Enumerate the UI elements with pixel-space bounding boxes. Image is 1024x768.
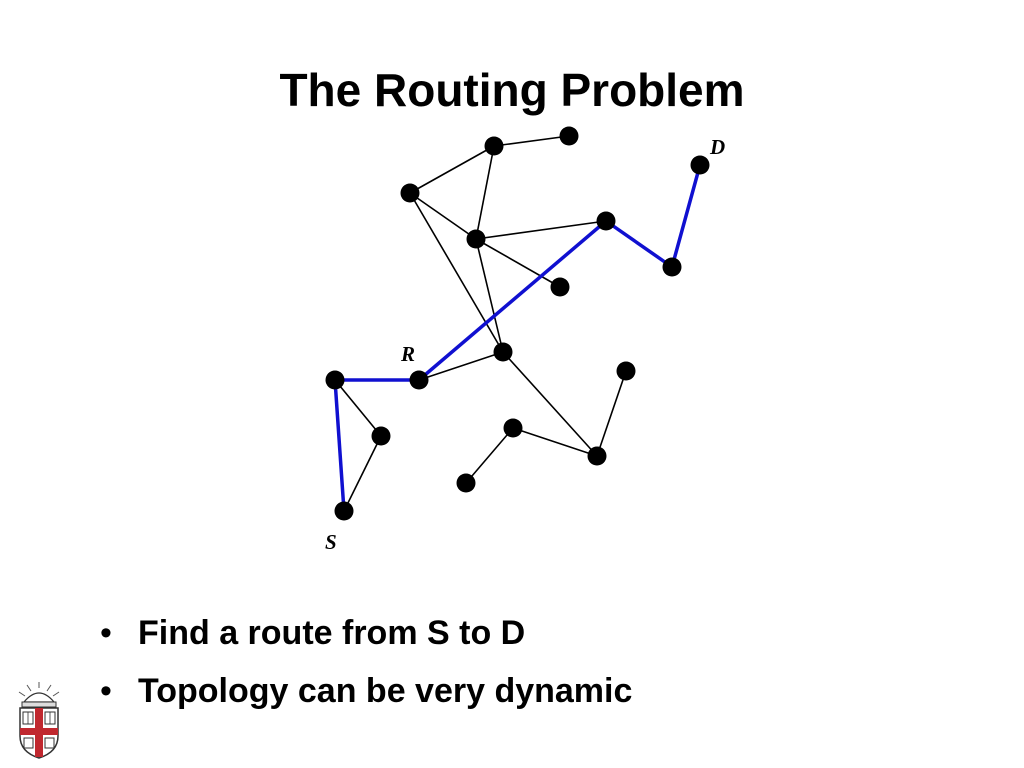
edge xyxy=(475,238,504,353)
network-node xyxy=(550,277,570,297)
edge xyxy=(475,220,607,240)
edge xyxy=(475,238,561,288)
network-node xyxy=(371,426,391,446)
node-layer xyxy=(325,126,710,521)
label-destination: D xyxy=(709,135,725,159)
bullet-item: • Find a route from S to D xyxy=(100,604,632,662)
bullet-icon: • xyxy=(100,614,112,652)
edge xyxy=(465,427,514,484)
network-node xyxy=(334,501,354,521)
edge-layer xyxy=(334,135,627,512)
edge xyxy=(596,370,627,457)
label-relay: R xyxy=(400,342,415,366)
bullet-item: • Topology can be very dynamic xyxy=(100,662,632,720)
edge xyxy=(502,351,598,457)
edge xyxy=(343,435,382,512)
edge xyxy=(512,427,598,457)
bullet-text: Topology can be very dynamic xyxy=(138,672,633,710)
network-node xyxy=(559,126,579,146)
network-node xyxy=(587,446,607,466)
bullet-text: Find a route from S to D xyxy=(138,614,526,652)
network-node xyxy=(596,211,616,231)
network-node xyxy=(325,370,345,390)
slide-title: The Routing Problem xyxy=(279,64,745,116)
network-node xyxy=(456,473,476,493)
route-path xyxy=(333,164,702,512)
edge xyxy=(493,135,570,147)
bullet-list: • Find a route from S to D • Topology can … xyxy=(100,604,632,720)
university-shield-icon xyxy=(18,682,60,759)
edge xyxy=(475,145,495,240)
network-node xyxy=(409,370,429,390)
network-node xyxy=(466,229,486,249)
network-node xyxy=(662,257,682,277)
edge xyxy=(418,351,504,381)
edge xyxy=(334,379,382,437)
route-layer xyxy=(333,164,702,512)
network-node xyxy=(616,361,636,381)
network-node xyxy=(493,342,513,362)
network-node xyxy=(484,136,504,156)
bullet-icon: • xyxy=(100,672,112,710)
network-node xyxy=(503,418,523,438)
network-node xyxy=(400,183,420,203)
edge xyxy=(409,145,495,194)
label-source: S xyxy=(325,530,337,554)
network-node xyxy=(690,155,710,175)
edge xyxy=(409,192,504,353)
edge xyxy=(409,192,477,240)
